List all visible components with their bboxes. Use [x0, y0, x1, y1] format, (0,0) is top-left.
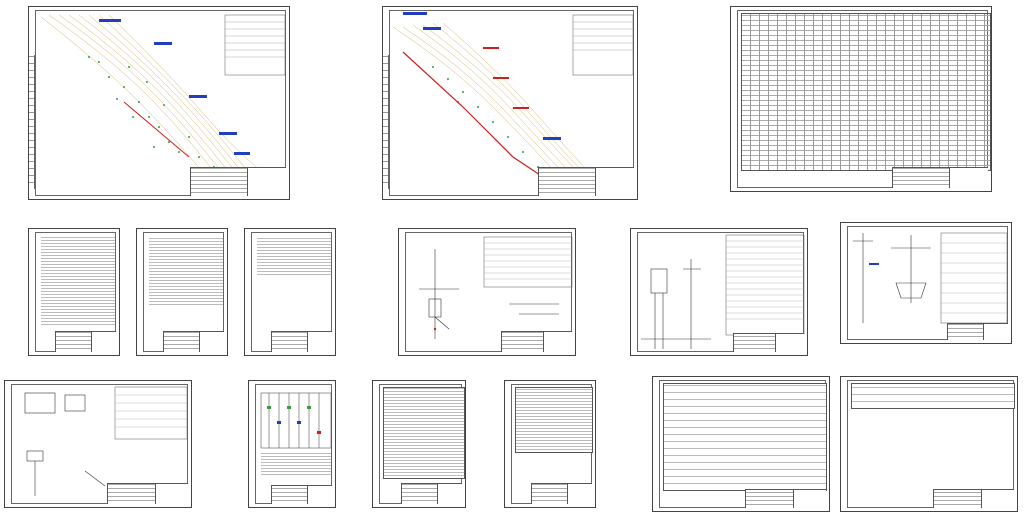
drawing-frame — [847, 380, 1014, 508]
sheet-pole-detail[interactable] — [840, 222, 1012, 344]
text-block — [41, 237, 115, 327]
materials-table — [663, 383, 827, 491]
terrain-map — [40, 14, 286, 193]
sheet-route-plan-1[interactable] — [28, 6, 290, 200]
grounding-drawing — [24, 386, 188, 496]
sheet-spec-table-2[interactable] — [504, 380, 596, 508]
side-stamp — [29, 55, 35, 190]
text-block — [257, 237, 331, 277]
sheet-route-plan-2[interactable] — [382, 6, 638, 200]
drawing-frame — [405, 232, 572, 352]
drawing-frame — [35, 10, 286, 196]
sheet-text-1[interactable] — [28, 228, 120, 356]
sheet-materials-list-1[interactable] — [652, 376, 830, 512]
sheet-grounding-detail[interactable] — [4, 380, 192, 508]
schematic — [419, 236, 573, 339]
drawing-frame — [847, 226, 1008, 340]
materials-table — [851, 383, 1015, 409]
drawing-frame — [637, 232, 804, 352]
title-block — [55, 331, 116, 352]
text-block — [149, 237, 223, 307]
title-block — [401, 483, 462, 504]
title-block — [163, 331, 224, 352]
sheet-wide-table[interactable] — [730, 6, 992, 192]
title-block — [271, 485, 332, 504]
notes-text — [261, 453, 331, 477]
title-block — [933, 489, 1014, 508]
title-block — [745, 489, 826, 508]
title-block — [538, 167, 634, 196]
sheet-spec-table-1[interactable] — [372, 380, 466, 508]
title-block — [947, 323, 1008, 340]
pole-detail-drawing — [853, 232, 1008, 324]
spec-table — [515, 387, 593, 453]
sheet-text-3[interactable] — [244, 228, 336, 356]
equipment-table — [741, 13, 991, 171]
side-stamp — [383, 55, 389, 190]
sheet-single-line-schematic[interactable] — [398, 228, 576, 356]
sheet-wiring-diagram[interactable] — [248, 380, 336, 508]
drawing-frame — [389, 10, 634, 196]
title-block — [892, 167, 988, 188]
title-block — [271, 331, 332, 352]
title-block — [531, 483, 592, 504]
terrain-map — [392, 12, 634, 193]
sheet-materials-list-2[interactable] — [840, 376, 1018, 512]
title-block — [107, 483, 188, 504]
title-block — [501, 331, 572, 352]
title-block — [733, 333, 804, 352]
sheet-text-2[interactable] — [136, 228, 228, 356]
wiring-diagram — [260, 392, 332, 449]
pole-drawing — [641, 234, 805, 349]
title-block — [190, 167, 286, 196]
sheet-pole-assembly[interactable] — [630, 228, 808, 356]
drawing-frame — [11, 384, 188, 504]
spec-table — [383, 387, 465, 479]
